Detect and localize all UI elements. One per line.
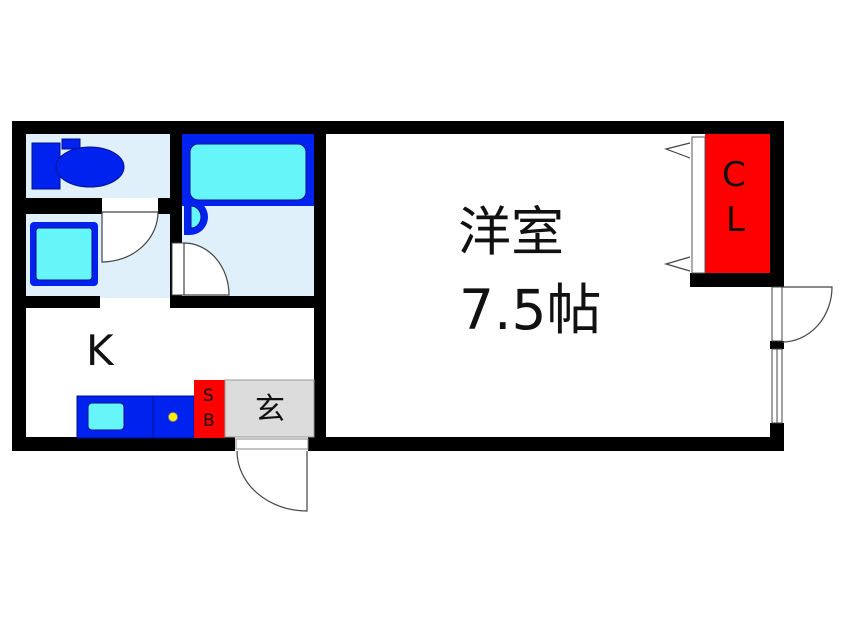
entrance-floor xyxy=(224,379,315,438)
bathroom-door[interactable] xyxy=(171,242,185,296)
door-swing-icon xyxy=(183,242,230,296)
entrance-door[interactable] xyxy=(235,438,309,450)
washing-machine-pan-icon xyxy=(30,222,98,286)
door-swing-icon xyxy=(781,286,833,343)
door-swing-icon xyxy=(236,450,308,512)
stove-burner-icon xyxy=(168,412,178,422)
balcony-door[interactable] xyxy=(771,286,783,342)
closet-label-l: L xyxy=(726,200,745,240)
closet xyxy=(705,134,770,273)
shoe-box-label-s: S xyxy=(203,386,214,406)
sink-icon xyxy=(87,402,125,431)
entrance-label: 玄 xyxy=(255,392,285,427)
western-room-name: 洋室 xyxy=(458,202,564,263)
kitchen-counter xyxy=(76,395,195,439)
shoe-box-label-b: B xyxy=(203,411,215,431)
wash-basin-icon xyxy=(184,199,208,235)
western-room-size: 7.5帖 xyxy=(459,278,602,342)
walls xyxy=(12,121,784,451)
window xyxy=(771,348,783,424)
toilet-icon xyxy=(31,138,125,190)
bathtub-icon xyxy=(182,134,314,206)
closet-label-c: C xyxy=(722,155,746,195)
closet-door-marker-icon xyxy=(663,256,691,272)
closet-sliding-door[interactable] xyxy=(691,136,706,274)
toilet-door[interactable] xyxy=(102,200,158,212)
shoe-box xyxy=(194,380,225,438)
door-swing-icon xyxy=(101,211,159,263)
kitchen-label: K xyxy=(86,326,114,375)
closet-door-marker-icon xyxy=(663,142,691,159)
